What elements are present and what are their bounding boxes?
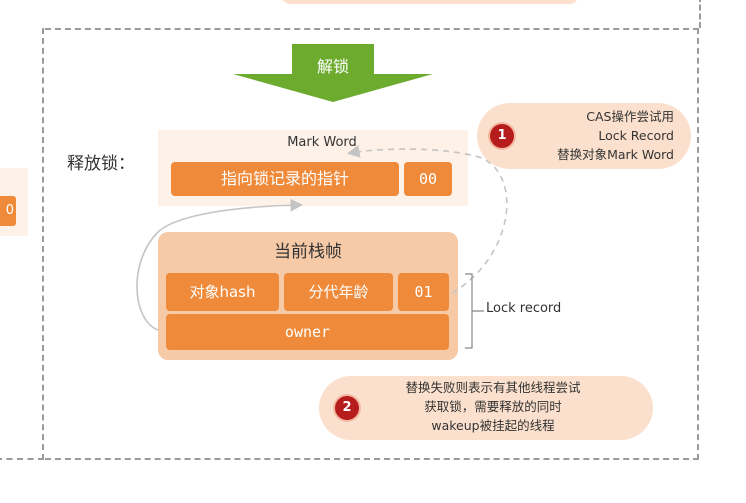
mark-word-title: Mark Word <box>287 135 357 150</box>
note-cas-replace-text: CAS操作尝试用 Lock Record 替换对象Mark Word <box>510 107 674 164</box>
note-line: 替换对象Mark Word <box>557 147 674 162</box>
mark-word-flag-cell: 00 <box>404 162 452 196</box>
lock-record-owner-cell: owner <box>166 314 449 350</box>
stack-frame-title: 当前栈帧 <box>274 242 342 262</box>
note-line: wakeup被挂起的线程 <box>431 418 555 433</box>
lock-record-bracket <box>465 273 484 349</box>
left-panel-border <box>0 28 44 460</box>
mark-word-pointer-cell: 指向锁记录的指针 <box>171 162 399 196</box>
note-line: 替换失败则表示有其他线程尝试 <box>405 380 581 395</box>
previous-stage-cell: 0 <box>0 196 16 226</box>
unlock-arrow-icon <box>233 44 433 102</box>
lock-record-to-mark-word-arrow <box>346 145 508 294</box>
lock-record-hash-cell: 对象hash <box>166 273 279 311</box>
lock-record-age-cell: 分代年龄 <box>284 273 393 311</box>
unlock-title: 解锁 <box>316 57 349 76</box>
note-line: Lock Record <box>598 128 674 143</box>
top-panel-border <box>699 0 705 28</box>
note-replace-failed-text: 替换失败则表示有其他线程尝试 获取锁，需要释放的同时 wakeup被挂起的线程 <box>362 378 624 435</box>
unlock-panel-border <box>45 28 699 460</box>
upper-stage-fragment <box>282 0 578 4</box>
step-badge-2: 2 <box>335 396 359 420</box>
note-line: CAS操作尝试用 <box>586 109 674 124</box>
step-badge-1: 1 <box>490 124 514 148</box>
note-replace-failed <box>319 376 653 440</box>
unlock-arrow-shape <box>233 44 433 102</box>
lock-record-label: Lock record <box>486 301 562 316</box>
release-lock-label: 释放锁： <box>67 154 135 174</box>
lock-record-flag-cell: 01 <box>398 273 449 311</box>
note-line: 获取锁，需要释放的同时 <box>424 399 562 414</box>
frame-to-mark-word-arrow <box>136 198 304 331</box>
